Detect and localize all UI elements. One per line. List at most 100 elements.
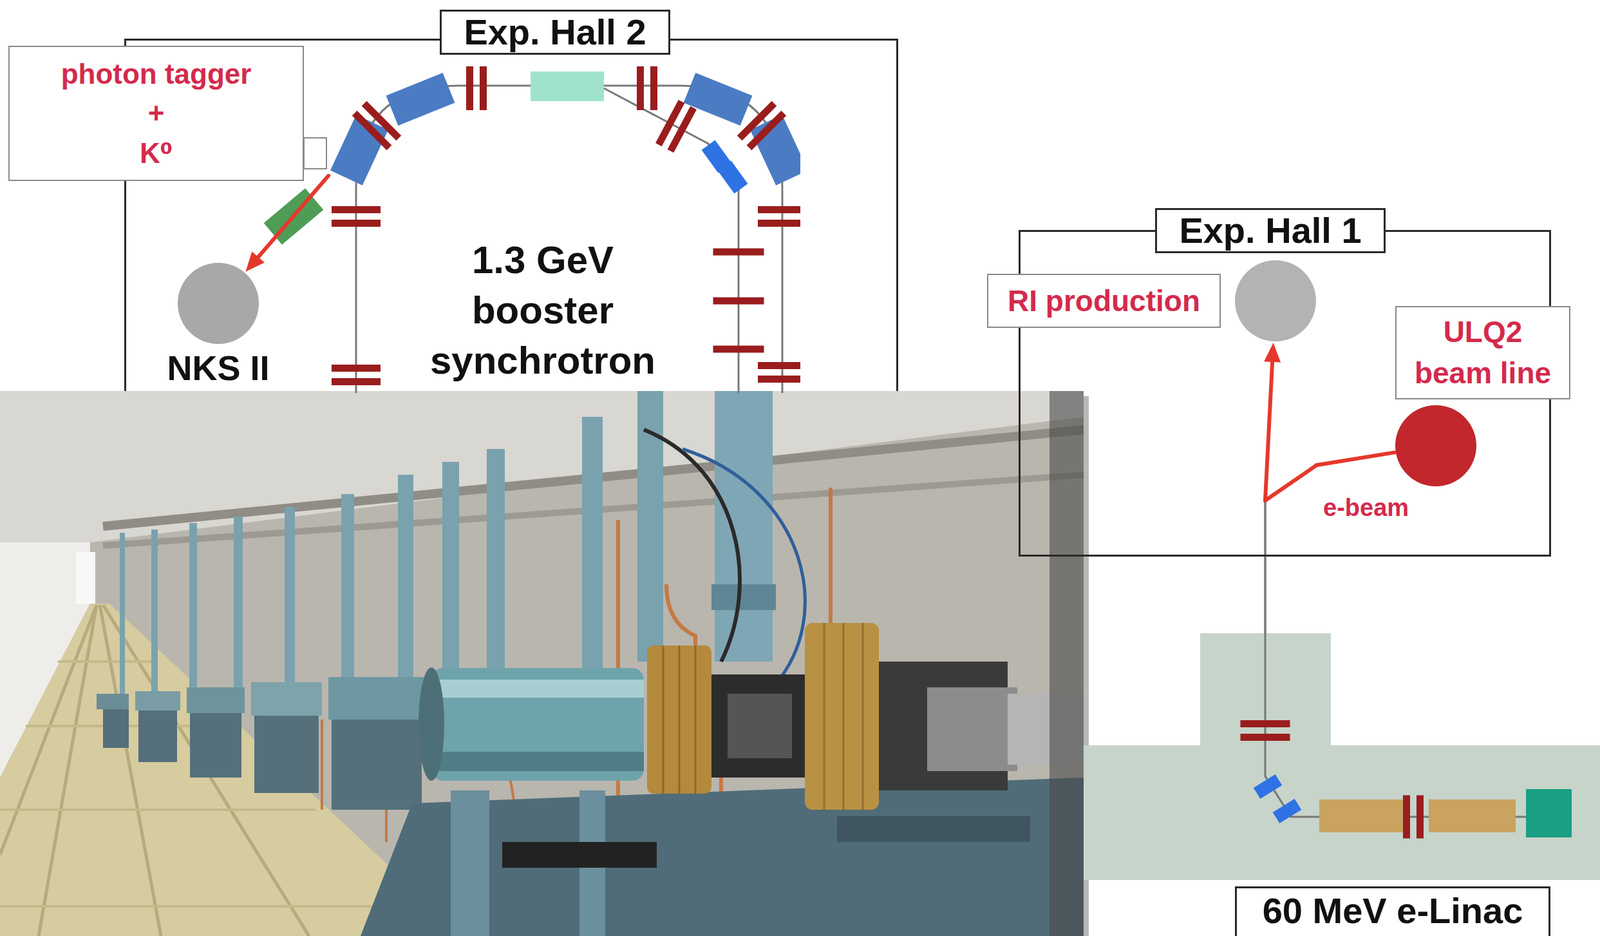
beamline-photo-part xyxy=(189,712,242,778)
beam-connector xyxy=(1265,451,1395,633)
beam-line-segment xyxy=(1264,500,1267,633)
synchrotron-ring-part xyxy=(636,66,658,111)
synchrotron-ring-part-part xyxy=(713,248,765,256)
beamline-photo-part xyxy=(103,708,129,748)
linac-band-part xyxy=(1265,632,1526,817)
synchrotron-ring-part-part xyxy=(757,206,801,214)
synchrotron-ring-part-part xyxy=(713,297,765,305)
linac-band-part xyxy=(1402,795,1424,839)
beamline-photo-part xyxy=(824,622,863,810)
linac-band-part xyxy=(1083,632,1600,880)
linac-band-part xyxy=(1240,719,1291,741)
synchrotron-ring-part xyxy=(683,72,753,126)
beamline-photo-part xyxy=(233,516,243,707)
beamline-photo-part xyxy=(442,461,460,688)
arrow-head xyxy=(245,251,264,272)
synchrotron-ring-part xyxy=(737,101,787,151)
linac-band-part xyxy=(1253,773,1283,799)
linac-band-part xyxy=(1272,798,1302,823)
beamline-photo-part xyxy=(643,429,740,662)
beamline-photo-part xyxy=(151,529,158,700)
synchrotron-label: 1.3 GeV booster synchrotron xyxy=(430,235,656,386)
instrument-box: photon tagger + K⁰ xyxy=(8,45,304,181)
beamline-photo-part xyxy=(186,687,245,713)
linac-band: 60 MeV e-Linac xyxy=(1083,632,1600,880)
hall-title: Exp. Hall 2 xyxy=(463,12,646,53)
beam-line-segment xyxy=(1265,464,1317,501)
synchrotron-ring-part xyxy=(713,248,765,256)
synchrotron-ring-part-part xyxy=(331,219,381,227)
synchrotron-ring-part-part xyxy=(757,219,801,227)
hall-title-box: Exp. Hall 2 xyxy=(439,9,670,55)
beamline-photo-part xyxy=(189,522,198,704)
beamline-photo-part xyxy=(804,622,879,810)
synchrotron-ring-part-part xyxy=(361,101,402,142)
synchrotron-ring-part xyxy=(466,66,487,111)
outline-art xyxy=(1083,632,1600,880)
synchrotron-ring-part-part xyxy=(636,66,644,111)
beam-dump-circle: ULQ2 beam line xyxy=(1395,404,1477,487)
synchrotron-ring-part-part xyxy=(737,101,778,142)
synchrotron-ring-part-part xyxy=(479,66,487,111)
linac-band-part-part xyxy=(1402,795,1411,839)
linac-band-part xyxy=(1319,799,1409,832)
beamline-photo-part xyxy=(582,416,603,681)
linac-band-part xyxy=(1525,788,1572,838)
beamline-photo-part xyxy=(0,390,1084,543)
target-circle: RI production xyxy=(1234,260,1317,342)
linac-label: 60 MeV e-Linac xyxy=(1262,890,1524,931)
beamline-photo-part xyxy=(727,693,792,758)
tagger-tab xyxy=(303,137,327,169)
beamline-photo-part xyxy=(450,790,490,936)
beamline-photo-part xyxy=(331,719,422,810)
label-box: ULQ2 beam line xyxy=(1395,305,1571,400)
beamline-photo-part xyxy=(1049,390,1084,936)
beamline-photo-part xyxy=(119,532,125,700)
synchrotron-ring-part xyxy=(717,160,749,194)
beamline-photo-part xyxy=(328,676,425,720)
synchrotron-ring-part xyxy=(331,206,381,227)
beamline-photo-part xyxy=(418,667,445,781)
beam-line-segment xyxy=(1264,500,1267,633)
synchrotron-ring-part xyxy=(655,99,697,153)
beam-connector xyxy=(1263,342,1281,633)
beamline-photo-part xyxy=(431,751,644,771)
linac-band-part-part xyxy=(1416,795,1424,839)
synchrotron-ring-part xyxy=(530,71,604,102)
beamline-photo-part xyxy=(711,583,776,610)
hall-title: Exp. Hall 1 xyxy=(1178,210,1362,251)
synchrotron-ring-part-part xyxy=(331,364,381,372)
synchrotron-ring-part-part xyxy=(352,110,393,151)
synchrotron-ring-part-part xyxy=(331,206,381,214)
synchrotron-ring-part xyxy=(713,345,765,353)
beamline-photo-part xyxy=(837,815,1031,842)
beamline-photo-part xyxy=(663,645,696,794)
beamline-photo-part xyxy=(714,390,773,662)
beamline-photo-part xyxy=(75,551,96,604)
target-label: RI production xyxy=(1007,283,1201,319)
synchrotron-ring-part-part xyxy=(757,375,801,383)
synchrotron-ring-part xyxy=(713,297,765,305)
instrument-label: photon tagger + K⁰ xyxy=(61,54,252,172)
hall-title-box: Exp. Hall 1 xyxy=(1155,207,1385,254)
synchrotron-ring-part-part xyxy=(713,345,765,353)
hall-region: Exp. Hall 1RI productionULQ2 beam line xyxy=(1018,229,1552,557)
beam-label: e-beam xyxy=(1323,494,1409,522)
beamline-photo-part xyxy=(711,674,809,778)
label-box: RI production xyxy=(987,273,1221,329)
linac-band-part xyxy=(1428,799,1516,832)
beamline-photo-part xyxy=(251,681,322,716)
synchrotron-ring-part xyxy=(330,114,389,185)
synchrotron-ring-part-part xyxy=(757,361,801,369)
beamline-photo xyxy=(0,390,1089,936)
linac-band-part-part xyxy=(1240,733,1291,741)
beamline-photo-part xyxy=(96,693,129,709)
beamline-photo-part xyxy=(431,679,644,698)
beam-line-segment xyxy=(1265,361,1273,501)
synchrotron-ring-part xyxy=(757,206,801,227)
synchrotron-ring-part xyxy=(331,364,381,386)
synchrotron-ring-part xyxy=(352,101,402,151)
beam-line-segment xyxy=(258,175,329,257)
synchrotron-ring-part-part xyxy=(746,110,787,151)
